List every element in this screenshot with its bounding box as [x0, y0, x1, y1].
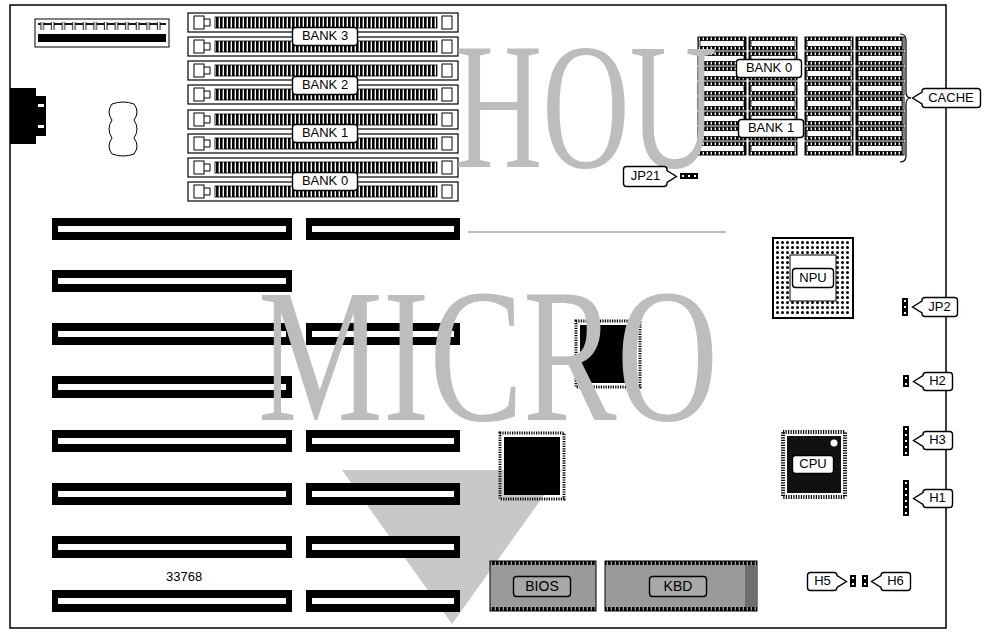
label-text: KBD [664, 578, 693, 594]
label-outline-path [913, 298, 958, 317]
watermark-rule [468, 231, 726, 233]
board-number: 33768 [166, 570, 202, 583]
jumper-callout: JP21 [623, 166, 677, 187]
label-outline-path [293, 76, 358, 94]
label-outline-path [793, 269, 834, 288]
bank-label: BANK 0 [736, 59, 802, 78]
label-text: CACHE [928, 91, 974, 106]
label-outline-path [624, 166, 677, 186]
label-outline-path [737, 59, 802, 77]
label-text-holder: CACHE [912, 88, 981, 108]
label-outline-path [914, 489, 953, 507]
label-text-holder: BANK 0 [292, 172, 358, 191]
chip-label: CPU [792, 455, 834, 474]
cache-bracket [900, 34, 911, 162]
jumper-callout: H5 [807, 572, 847, 591]
watermark-text: HOU [455, 18, 717, 198]
jumper-callout: H1 [913, 489, 953, 508]
label-outline-path [650, 576, 707, 596]
label-outline-path [913, 89, 981, 108]
label-outline-path [293, 27, 358, 45]
chip-label: BIOS [513, 576, 571, 597]
label-text: NPU [799, 271, 826, 286]
label-text: BANK 2 [302, 78, 348, 93]
bank-label: BANK 1 [292, 124, 358, 143]
label-outline-path [514, 576, 571, 596]
label-text: H3 [929, 433, 946, 448]
cpu-chip [783, 432, 845, 497]
label-text-holder: H1 [913, 489, 953, 508]
bank-label: BANK 3 [292, 27, 358, 46]
label-text: BANK 1 [302, 126, 348, 141]
label-outline-path [872, 572, 911, 590]
bios-chip [490, 561, 596, 611]
jumper-callout: H2 [913, 372, 953, 391]
watermark-text: MICRO [258, 262, 718, 452]
power-connector [35, 19, 169, 47]
keyboard-controller-chip [605, 561, 757, 611]
keyboard-connector [10, 88, 46, 144]
label-text: H1 [929, 491, 946, 506]
label-text: H6 [887, 574, 904, 589]
label-text: BIOS [525, 578, 558, 594]
label-text-holder: NPU [792, 268, 834, 288]
label-text-holder: CPU [792, 455, 834, 474]
label-text: BANK 3 [302, 29, 348, 44]
label-text-holder: H5 [807, 572, 847, 591]
bank-label: BANK 0 [292, 172, 358, 191]
label-text-holder: JP2 [912, 297, 958, 317]
label-text: JP2 [928, 300, 950, 315]
npu-socket [773, 238, 853, 318]
label-text: BANK 0 [302, 174, 348, 189]
label-text-holder: KBD [649, 576, 707, 597]
jumper-callout: H3 [913, 431, 953, 450]
label-text-holder: BANK 2 [292, 76, 358, 95]
label-outline-path [739, 119, 804, 137]
label-text: JP21 [631, 169, 661, 184]
cache-chips [698, 37, 904, 155]
label-outline-path [293, 124, 358, 142]
chip-label: NPU [792, 268, 834, 288]
label-text-holder: H6 [871, 572, 911, 591]
label-text-holder: BANK 3 [292, 27, 358, 46]
label-text-holder: BANK 1 [292, 124, 358, 143]
label-text: BANK 0 [746, 61, 792, 76]
bank-label: BANK 2 [292, 76, 358, 95]
label-outline-path [914, 431, 953, 449]
jumper-callout: JP2 [912, 297, 958, 317]
label-outline-path [914, 372, 953, 390]
label-text-holder: H2 [913, 372, 953, 391]
label-text: BANK 1 [748, 121, 794, 136]
label-text: H2 [929, 374, 946, 389]
label-outline-path [293, 172, 358, 190]
label-text-holder: JP21 [623, 166, 677, 187]
jumper-callout: H6 [871, 572, 911, 591]
simm-sockets [188, 13, 458, 201]
label-outline-path [793, 455, 834, 473]
label-text-holder: H3 [913, 431, 953, 450]
label-text-holder: BIOS [513, 576, 571, 597]
label-text: CPU [799, 457, 826, 472]
label-text-holder: BANK 0 [736, 59, 802, 78]
cache-callout: CACHE [912, 88, 981, 108]
label-text: H5 [814, 574, 831, 589]
chip-label: KBD [649, 576, 707, 597]
board-outline [10, 5, 946, 628]
battery-outline [109, 102, 137, 156]
label-outline-path [808, 572, 847, 590]
bank-label: BANK 1 [738, 119, 804, 138]
label-text-holder: BANK 1 [738, 119, 804, 138]
